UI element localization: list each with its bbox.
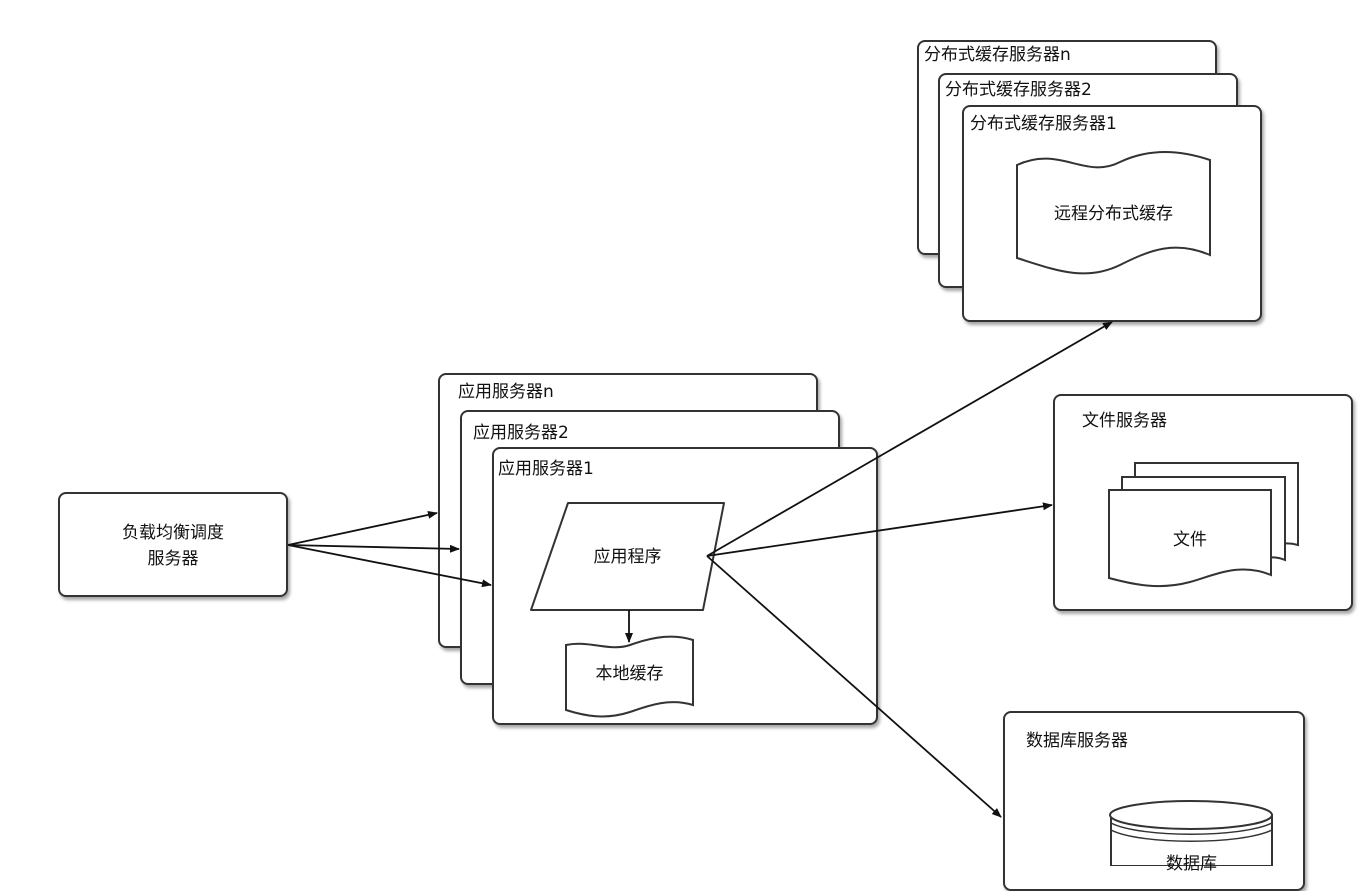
load-balancer-line1: 负载均衡调度 — [122, 523, 224, 543]
app-server-1-label: 应用服务器1 — [498, 459, 594, 479]
arrow-program-to-db-server — [706, 555, 1002, 818]
app-server-2-label: 应用服务器2 — [473, 423, 569, 443]
cache-server-2-label: 分布式缓存服务器2 — [945, 80, 1092, 100]
db-label: 数据库 — [1166, 854, 1217, 874]
load-balancer-line2: 服务器 — [147, 549, 199, 569]
database-cylinder — [1109, 800, 1273, 866]
app-program-shape — [530, 502, 725, 611]
db-server-label: 数据库服务器 — [1026, 731, 1128, 751]
arrow-lb-to-app-2 — [287, 544, 460, 553]
diagram-shapes — [287, 151, 1299, 866]
arrow-lb-to-app-1 — [287, 544, 492, 588]
file-label: 文件 — [1173, 530, 1207, 550]
file-doc-front — [1108, 489, 1272, 588]
arrow-lb-to-app-n — [287, 510, 438, 546]
local-cache-shape — [565, 635, 694, 718]
remote-cache-label: 远程分布式缓存 — [1054, 204, 1173, 224]
file-server-label: 文件服务器 — [1082, 411, 1167, 431]
app-server-n-label: 应用服务器n — [458, 382, 554, 402]
load-balancer-box — [58, 492, 288, 597]
architecture-diagram: 分布式缓存服务器n 分布式缓存服务器2 分布式缓存服务器1 远程分布式缓存 应用… — [58, 40, 1353, 891]
local-cache-label: 本地缓存 — [595, 664, 664, 684]
cache-server-1-label: 分布式缓存服务器1 — [970, 114, 1117, 134]
cache-server-n-label: 分布式缓存服务器n — [924, 45, 1071, 65]
arrow-program-to-file-server — [706, 502, 1053, 557]
app-program-label: 应用程序 — [593, 547, 662, 567]
remote-cache-shape — [1016, 151, 1211, 275]
arrow-program-to-cache-server — [706, 321, 1113, 557]
